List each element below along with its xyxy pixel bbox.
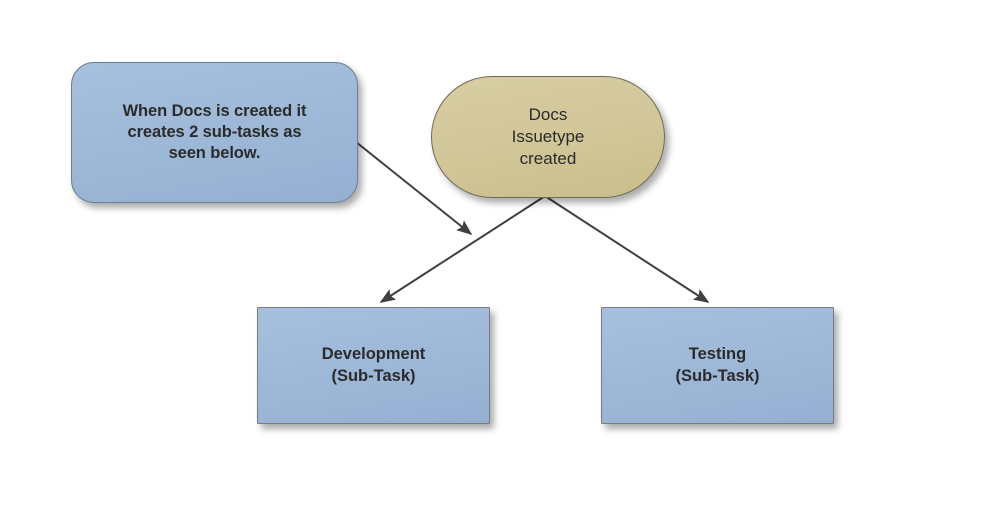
subtask-node-development[interactable]: Development (Sub-Task) <box>257 307 490 424</box>
note-box[interactable]: When Docs is created it creates 2 sub-ta… <box>71 62 358 203</box>
subtask-node-testing[interactable]: Testing (Sub-Task) <box>601 307 834 424</box>
trigger-node-docs-issuetype-created[interactable]: Docs Issuetype created <box>431 76 665 198</box>
trigger-node-label: Docs Issuetype created <box>511 105 585 168</box>
edge-note-to-branch <box>355 141 473 235</box>
subtask-development-label: Development (Sub-Task) <box>321 345 426 385</box>
note-box-label: When Docs is created it creates 2 sub-ta… <box>122 101 307 163</box>
subtask-testing-label: Testing (Sub-Task) <box>675 345 760 385</box>
edge-trigger-to-testing <box>544 195 710 303</box>
edge-trigger-to-development <box>379 195 546 303</box>
